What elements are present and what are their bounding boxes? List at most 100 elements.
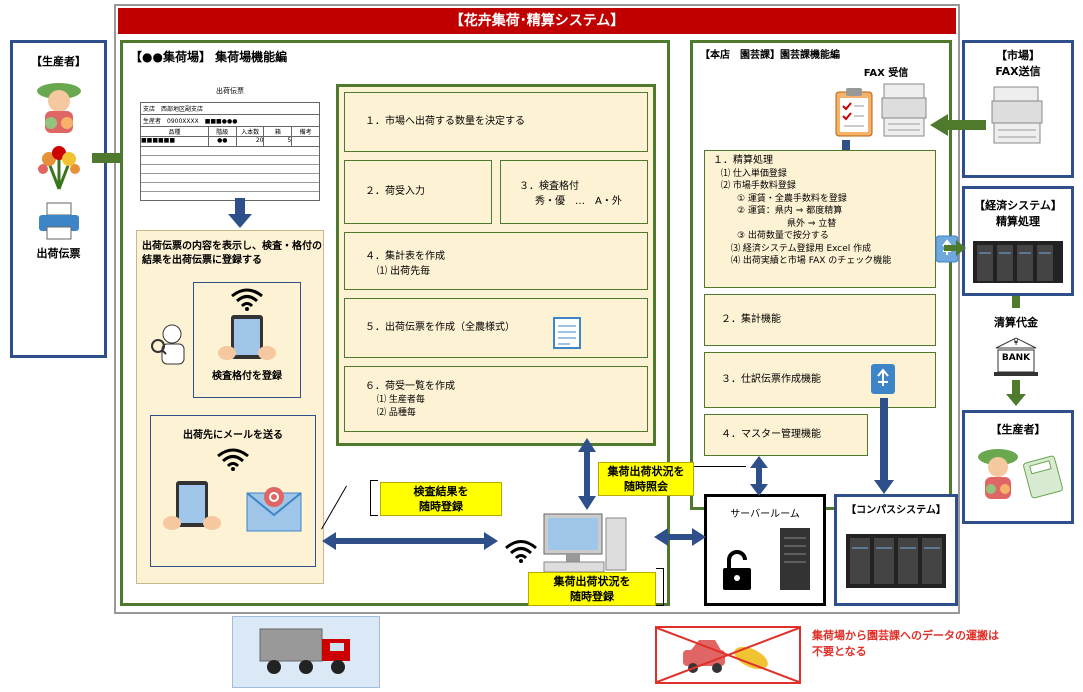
slip-cell: ●● — [209, 137, 237, 146]
fax-machine-icon — [881, 83, 927, 137]
truck-icon — [259, 628, 350, 674]
shiwake-label: ３．仕訳伝票作成機能 — [721, 374, 821, 385]
car-delivery-icon — [657, 628, 799, 682]
fax-machine-icon — [991, 86, 1043, 144]
producer-left-panel: 【生産者】 出荷伝票 — [10, 40, 107, 358]
page-title: 【花卉集荷･精算システム】 — [118, 8, 956, 34]
callout-bracket — [370, 480, 378, 516]
calculator-icon — [1023, 455, 1063, 499]
callout-kensa: 検査結果を 随時登録 — [380, 482, 502, 516]
market-sub: FAX送信 — [995, 65, 1041, 78]
slip-form-title: 出荷伝票 — [216, 87, 244, 95]
callout-touroku: 集荷出荷状況を 随時登録 — [528, 572, 656, 606]
callout-bracket — [656, 568, 664, 606]
arrow-usb-to-keizai — [944, 240, 966, 256]
tablet-register-box: 検査格付を登録 — [193, 282, 301, 398]
server-rack-icon — [846, 534, 946, 588]
slip-col: 入本数 — [237, 127, 265, 136]
step-title: １．市場へ出荷する数量を決定する — [365, 116, 525, 127]
note-text: 集荷場から園芸課へのデータの運搬は 不要となる — [812, 629, 999, 658]
seisan-title: １．精算処理 — [713, 155, 773, 166]
slip-empty-rows — [140, 147, 320, 201]
tablet-icon[interactable] — [217, 313, 277, 365]
slip-form-row: 支店 西部地区副支店 — [140, 102, 320, 114]
arrow-market-to-fax — [930, 114, 986, 136]
step-4: ４．集計表を作成 ⑴ 出荷先毎 — [344, 232, 648, 290]
step-6: ６．荷受一覧を作成 ⑴ 生産者毎 ⑵ 品種毎 — [344, 366, 648, 432]
step-sub: ⑴ 生産者毎 — [377, 395, 425, 405]
register-text: 出荷伝票の内容を表示し、検査・格付の結果を出荷伝票に登録する — [142, 241, 322, 266]
seisan-line: ⑷ 出荷実績と市場 FAX のチェック機能 — [731, 256, 892, 266]
arrow-slip-down — [228, 198, 252, 228]
printer-icon — [38, 202, 79, 240]
connector-keizai-down — [1012, 296, 1020, 308]
keizai-panel: 【経済システム】 精算処理 — [962, 186, 1074, 296]
market-panel: 【市場】 FAX送信 — [962, 40, 1074, 178]
bank-label: BANK — [1001, 353, 1031, 363]
server-room-panel: サーバールーム — [704, 494, 826, 606]
server-tower-icon — [779, 528, 810, 590]
shukaba-heading: 【●●集荷場】 集荷場機能編 — [130, 50, 288, 64]
fax-receive-label: FAX 受信 — [863, 68, 909, 79]
email-icon[interactable] — [243, 479, 305, 535]
master-label: ４．マスター管理機能 — [721, 429, 821, 440]
step-sub: ⑵ 品種毎 — [377, 408, 416, 418]
step-5: ５．出荷伝票を作成（全農様式） — [344, 298, 648, 358]
step-sub: ⑴ 出荷先毎 — [377, 266, 431, 277]
slip-cell: ■■■■■■ — [141, 137, 209, 146]
truck-panel — [232, 616, 380, 688]
compass-panel: 【コンパスシステム】 — [834, 494, 958, 606]
step-title: ５．出荷伝票を作成（全農様式） — [365, 322, 515, 333]
step-sub: 秀・優 … A・外 — [535, 196, 622, 207]
seisan-line: ① 運賃・全農手数料を登録 — [737, 193, 847, 204]
slip-cell — [292, 137, 319, 146]
yen-sign: ¥ — [1013, 338, 1019, 347]
master-box: ４．マスター管理機能 — [704, 414, 868, 456]
slip-col: 品種 — [141, 127, 209, 136]
step-2: ２．荷受入力 — [344, 160, 492, 224]
step-title: ２．荷受入力 — [365, 186, 425, 197]
tablet-icon[interactable] — [162, 479, 222, 535]
step-1: １．市場へ出荷する数量を決定する — [344, 92, 648, 152]
seisan-daikin-label: 清算代金 — [994, 316, 1038, 329]
step-title: ６．荷受一覧を作成 — [365, 381, 455, 392]
crossed-car-panel — [655, 626, 801, 684]
seisan-line: ② 運賃：県内 ⇒ 都度精算 — [737, 206, 843, 216]
step-3: ３．検査格付 秀・優 … A・外 — [500, 160, 648, 224]
shukei-box: ２．集計機能 — [704, 294, 936, 346]
server-room-label: サーバールーム — [730, 509, 800, 520]
callout-text: 集荷出荷状況を 随時登録 — [553, 575, 631, 603]
callout-text: 集荷出荷状況を 随時照会 — [607, 465, 685, 493]
mail-box: 出荷先にメールを送る — [150, 415, 316, 567]
farmer-icon — [36, 83, 81, 133]
arrow-bank-down — [1006, 380, 1026, 406]
seisan-line: ⑴ 仕入単価登録 — [721, 168, 787, 179]
unlock-icon — [722, 550, 751, 590]
keizai-sub: 精算処理 — [996, 215, 1040, 228]
producer-left-heading: 【生産者】 — [31, 55, 86, 68]
seisan-line: ⑶ 経済システム登録用 Excel 作成 — [731, 243, 872, 254]
tablet-caption: 検査格付を登録 — [212, 371, 282, 382]
arrow-usb-to-compass — [874, 398, 894, 494]
arrow-pc-mail — [322, 532, 498, 550]
arrow-pc-server — [654, 528, 706, 546]
seisan-box: １．精算処理 ⑴ 仕入単価登録 ⑵ 市場手数料登録 ① 運賃・全農手数料を登録 … — [704, 150, 936, 288]
slip-label: 出荷伝票 — [36, 247, 81, 260]
wifi-icon — [505, 540, 537, 563]
seisan-line: ⑵ 市場手数料登録 — [721, 181, 796, 191]
inspector-icon — [151, 324, 185, 365]
mail-caption: 出荷先にメールを送る — [183, 430, 283, 441]
callout-line — [694, 466, 746, 467]
clipboard-icon — [835, 88, 873, 137]
market-heading: 【市場】 — [996, 49, 1040, 62]
keizai-heading: 【経済システム】 — [974, 199, 1062, 212]
bank-icon — [994, 337, 1038, 376]
callout-shokai: 集荷出荷状況を 随時照会 — [598, 462, 694, 496]
farmer-icon — [978, 449, 1018, 499]
step-title: ４．集計表を作成 — [365, 251, 445, 262]
seisan-line: 県外 ⇒ 立替 — [787, 218, 837, 229]
slip-form: 出荷伝票 支店 西部地区副支店 生産者 0900XXXX ■■■●●● 品種 階… — [140, 86, 320, 202]
honten-heading: 【本店 園芸課】園芸課機能編 — [700, 50, 840, 61]
producer-right-panel: 【生産者】 — [962, 410, 1074, 524]
slip-col: 階級 — [209, 127, 237, 136]
